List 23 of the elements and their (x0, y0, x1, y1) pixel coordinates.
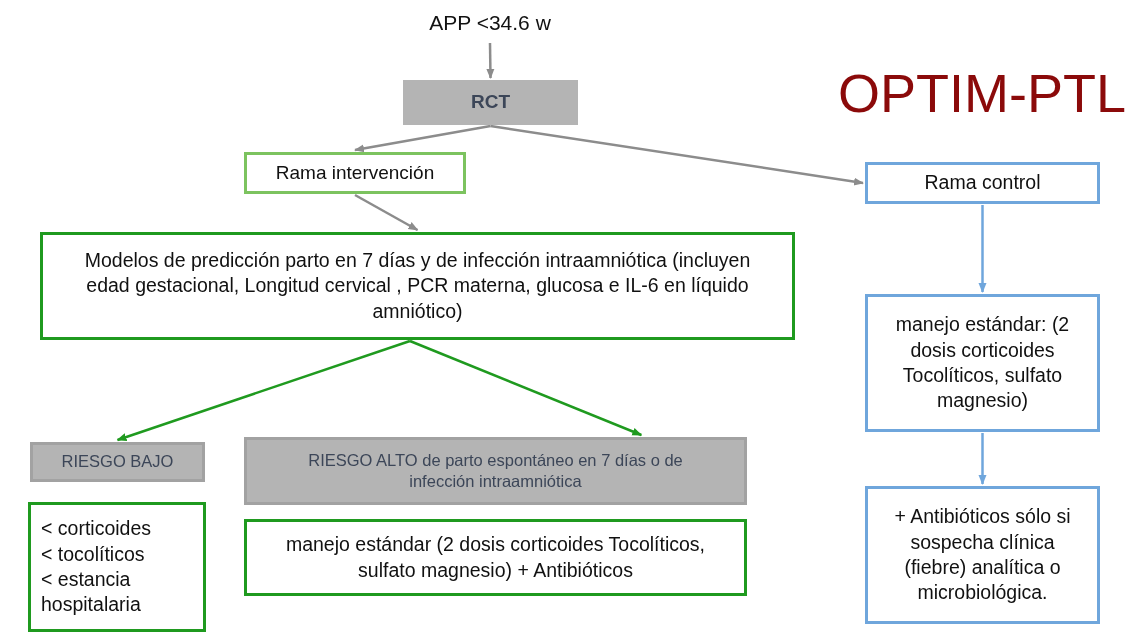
list-item: < corticoides (41, 516, 151, 542)
arrow (490, 124, 864, 186)
arrow (978, 205, 987, 293)
arrow (116, 339, 411, 442)
process-box: + Antibióticos sólo si sospecha clínica (fiebre) analítica o microbiológica. (865, 486, 1100, 624)
list-item: < estancia hospitalaria (41, 567, 142, 618)
process-box: Rama intervención (244, 152, 466, 194)
list-item: < tocolíticos (41, 541, 145, 567)
process-box: Modelos de predicción parto en 7 días y de infección intraamniótica (incluyen edad gestacional, Longitud cervical , PCR materna, glucosa e IL-6 en líquido amniótico) (40, 232, 795, 340)
arrow (409, 339, 643, 437)
process-box: manejo estándar: (2 dosis corticoides Tocolíticos, sulfato magnesio) (865, 294, 1100, 432)
title: OPTIM-PTL (838, 62, 1126, 124)
category-box: RIESGO ALTO de parto espontáneo en 7 días o de infección intraamniótica (244, 437, 747, 505)
process-box: manejo estándar (2 dosis corticoides Tocolíticos, sulfato magnesio) + Antibióticos (244, 519, 747, 596)
start-label: APP <34.6 w (410, 4, 570, 42)
arrow (354, 124, 491, 153)
category-box: RIESGO BAJO (30, 442, 205, 482)
arrow (978, 433, 987, 485)
arrow (354, 193, 419, 232)
process-box: Rama control (865, 162, 1100, 204)
process-box: RCT (403, 80, 578, 125)
arrow (486, 43, 495, 79)
list-box (28, 502, 206, 632)
